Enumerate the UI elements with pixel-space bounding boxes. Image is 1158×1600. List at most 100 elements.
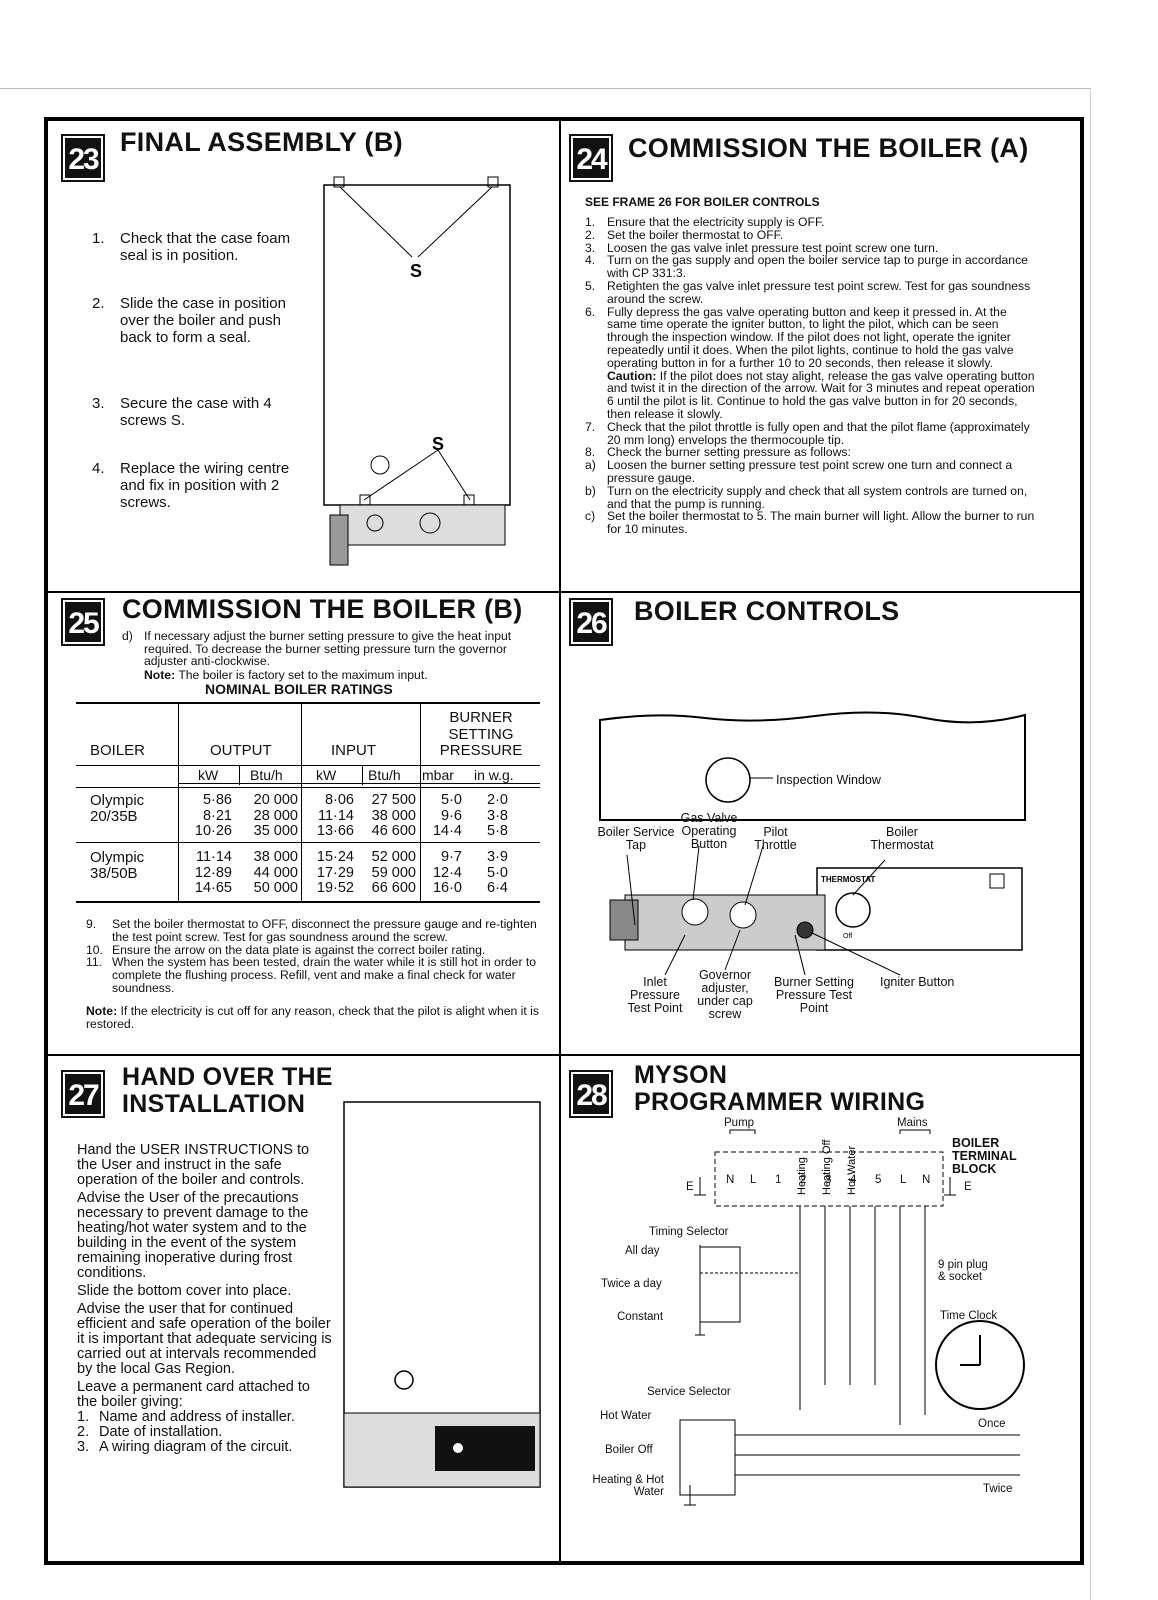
screw-label: S	[432, 434, 444, 454]
label-pump: Pump	[724, 1117, 755, 1129]
label-thermostat: Boiler Thermostat	[870, 825, 934, 852]
frame-number: 28	[569, 1070, 613, 1118]
step-item: 2.Slide the case in position over the bo…	[92, 295, 286, 346]
substep-item: b)Turn on the electricity supply and che…	[585, 483, 1028, 511]
step-item: 3.Loosen the gas valve inlet pressure te…	[585, 240, 939, 255]
label-once: Once	[978, 1418, 1006, 1430]
frame-number: 25	[61, 598, 105, 646]
table-title: NOMINAL BOILER RATINGS	[205, 681, 393, 697]
unit-label: mbar	[422, 767, 454, 783]
terminal-label: 1	[775, 1174, 782, 1186]
label-plug-socket: 9 pin plug & socket	[938, 1259, 988, 1283]
section-title: FINAL ASSEMBLY (B)	[120, 127, 403, 157]
wire-label-hot-water: Hot Water	[846, 1146, 858, 1195]
unit-label: kW	[198, 767, 219, 783]
label-governor: Governor adjuster, under cap screw	[697, 968, 753, 1021]
step-item: 11.When the system has been tested, drai…	[86, 955, 537, 995]
terminal-label: N	[922, 1174, 931, 1186]
dial-off-label: Off	[843, 933, 852, 940]
terminal-label: 2	[800, 1174, 807, 1186]
unit-label: in w.g.	[474, 767, 514, 783]
label-gas-valve: Gas Valve Operating Button	[680, 811, 738, 851]
label-service-tap: Boiler Service Tap	[597, 825, 675, 852]
step-item: 6.Fully depress the gas valve operating …	[585, 304, 1014, 370]
terminal-label: N	[726, 1174, 735, 1186]
section-title: COMMISSION THE BOILER (B)	[122, 594, 523, 624]
boiler-model: Olympic 20/35B	[90, 792, 145, 825]
label-sel-hot-water: Hot Water	[600, 1410, 652, 1422]
column-header: OUTPUT	[210, 742, 272, 759]
label-mains: Mains	[897, 1117, 928, 1129]
boiler-model: Olympic 38/50B	[90, 849, 145, 882]
intro-text: d)If necessary adjust the burner setting…	[122, 629, 512, 668]
earth-label: E	[964, 1181, 972, 1193]
terminal-label: L	[900, 1174, 907, 1186]
unit-label: Btu/h	[368, 767, 401, 783]
unit-label: kW	[316, 767, 337, 783]
boiler-case-illustration: S S	[323, 176, 511, 566]
label-all-day: All day	[625, 1245, 660, 1257]
label-sel-heating-hot: Heating & Hot Water	[592, 1474, 664, 1498]
label-inlet: Inlet Pressure Test Point	[627, 975, 683, 1015]
label-inspection-window: Inspection Window	[776, 773, 881, 787]
label-twice-a-day: Twice a day	[601, 1278, 662, 1290]
wire-label-heating-off: Heating Off	[821, 1139, 833, 1195]
step-item: 3.Secure the case with 4 screws S.	[92, 395, 272, 429]
terminal-label: 5	[875, 1174, 882, 1186]
handover-text: Hand the USER INSTRUCTIONS to the User a…	[77, 1142, 332, 1455]
boiler-controls-illustration: THERMOSTAT Off	[599, 711, 1026, 976]
screw-label: S	[410, 261, 422, 281]
step-item: 8.Check the burner setting pressure as f…	[585, 445, 851, 460]
frame-number: 26	[569, 598, 613, 646]
note-text: Note: The boiler is factory set to the m…	[144, 668, 428, 682]
wire-label-heating: Heating	[796, 1157, 808, 1195]
column-header: INPUT	[331, 742, 376, 759]
step-item: 2.Set the boiler thermostat to OFF.	[585, 227, 784, 242]
substep-item: c)Set the boiler thermostat to 5. The ma…	[585, 509, 1035, 537]
boiler-front-illustration	[343, 1101, 541, 1488]
step-item: 9.Set the boiler thermostat to OFF, disc…	[86, 917, 537, 944]
label-pilot-throttle: Pilot Throttle	[754, 825, 797, 852]
label-service-selector: Service Selector	[647, 1386, 731, 1398]
step-item: 1.Ensure that the electricity supply is …	[585, 215, 825, 229]
frame-number: 24	[569, 134, 613, 182]
label-time-clock: Time Clock	[940, 1310, 998, 1322]
note-text: Note: If the electricity is cut off for …	[86, 1004, 539, 1031]
column-header: BURNER SETTING PRESSURE	[439, 709, 523, 759]
terminal-label: 3	[825, 1174, 832, 1186]
section-title: COMMISSION THE BOILER (A)	[628, 133, 1029, 163]
step-item: 1.Check that the case foam seal is in po…	[92, 230, 291, 264]
label-twice: Twice	[983, 1483, 1013, 1495]
unit-label: Btu/h	[250, 767, 283, 783]
ratings-table: BOILER OUTPUT INPUT BURNER SETTING PRESS…	[76, 702, 540, 904]
instruction-sheet	[44, 117, 1084, 1565]
caution-item: Caution: If the pilot does not stay alig…	[607, 368, 1035, 421]
label-constant: Constant	[617, 1311, 664, 1323]
label-igniter: Igniter Button	[880, 975, 955, 989]
step-item: 7.Check that the pilot throttle is fully…	[585, 419, 1030, 447]
step-item: 10.Ensure the arrow on the data plate is…	[86, 942, 486, 957]
label-sel-boiler-off: Boiler Off	[605, 1444, 653, 1456]
substep-item: a)Loosen the burner setting pressure tes…	[585, 458, 1013, 485]
step-item: 5.Retighten the gas valve inlet pressure…	[585, 278, 1031, 306]
label-burner-setting: Burner Setting Pressure Test Point	[774, 975, 854, 1015]
frame-number: 27	[61, 1070, 105, 1118]
section-title: BOILER CONTROLS	[634, 596, 900, 626]
frame-number: 23	[61, 134, 105, 182]
wiring-diagram: Heating Heating Off Hot Water	[679, 1129, 1025, 1506]
earth-label: E	[686, 1181, 694, 1193]
